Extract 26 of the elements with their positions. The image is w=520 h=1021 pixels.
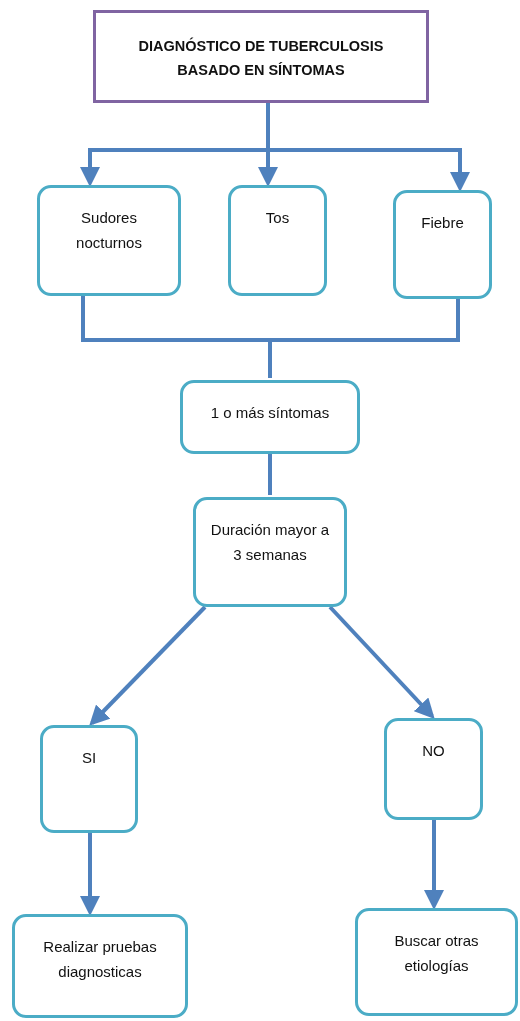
box-label: Realizar pruebas diagnosticas (42, 937, 158, 982)
process-box (12, 914, 188, 1018)
connector-line (268, 454, 272, 495)
connector-line (268, 299, 460, 378)
box-label: NO (422, 741, 445, 761)
box-label: Buscar otras etiologías (393, 931, 480, 976)
box-label: Tos (265, 208, 290, 228)
process-box (37, 185, 181, 296)
process-box (40, 725, 138, 833)
process-box (355, 908, 518, 1016)
arrow (328, 605, 435, 719)
process-box (393, 190, 492, 299)
box-label: 1 o más síntomas (210, 403, 330, 423)
box-label: Sudores nocturnos (75, 208, 143, 253)
box-label: Fiebre (421, 213, 464, 233)
process-box (384, 718, 483, 820)
box-label: Duración mayor a 3 semanas (210, 520, 330, 565)
box-label: DIAGNÓSTICO DE TUBERCULOSIS BASADO EN SÍNTOMAS (137, 36, 385, 80)
process-box (228, 185, 327, 296)
arrow (424, 820, 444, 910)
process-box (193, 497, 347, 607)
title-box (93, 10, 429, 103)
arrow (89, 605, 207, 726)
box-label: SI (81, 748, 97, 768)
process-box (180, 380, 360, 454)
arrow (80, 833, 100, 916)
